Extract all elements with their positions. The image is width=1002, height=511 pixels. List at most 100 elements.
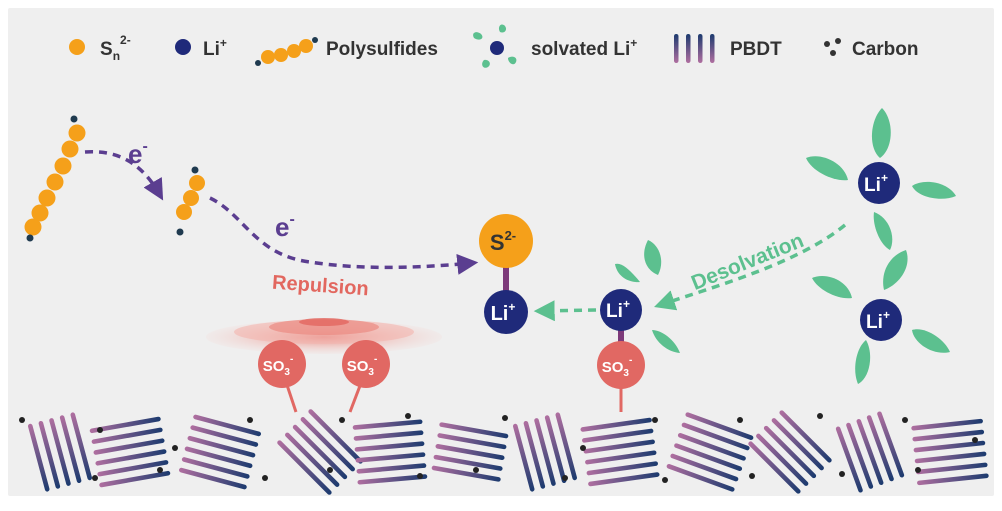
pbdt-fiber: [187, 435, 256, 458]
pbdt-fiber-bundle: [580, 417, 660, 487]
legend-sn-label: S: [100, 39, 113, 60]
legend-sn-sup: 2-: [120, 33, 131, 47]
pbdt-fiber: [439, 422, 509, 439]
electron-transfer-arrow-1: [84, 150, 164, 201]
pbdt-fiber: [95, 449, 167, 466]
carbon-particle: [247, 417, 253, 423]
legend-li-label: Li: [203, 39, 220, 60]
legend-li-sup: +: [220, 36, 227, 50]
electron-label-1-sup: -: [142, 138, 147, 155]
pbdt-fiber-bundle: [835, 411, 905, 493]
legend-carbon-label: Carbon: [852, 39, 919, 60]
lithium-legend-icon: [175, 39, 191, 55]
pbdt-fiber-bundle: [431, 422, 509, 482]
svg-text:S2-: S2-: [490, 228, 516, 255]
svg-text:Sn2-: Sn2-: [100, 33, 131, 63]
pbdt-fiber: [99, 470, 171, 488]
legend-pbdt-label: PBDT: [730, 39, 782, 60]
pbdt-fiber: [435, 444, 505, 460]
carbon-particle: [339, 417, 345, 423]
pbdt-fiber: [674, 443, 743, 471]
carbon-particle: [652, 417, 658, 423]
pbdt-fiber: [583, 439, 655, 454]
short-polysulfide-chain: [176, 166, 205, 236]
pbdt-fiber-bundle: [178, 414, 262, 490]
carbon-particle: [737, 417, 743, 423]
sulfonate-group-2: SO3-: [342, 340, 390, 413]
pbdt-fiber: [913, 440, 986, 453]
pbdt-fiber: [356, 463, 427, 474]
electron-transfer-arrow-2: [209, 196, 479, 275]
solvated-lithium-1: Li+: [806, 108, 956, 250]
pbdt-fiber: [523, 420, 546, 489]
legend-sn-sub: n: [113, 49, 120, 63]
anchored-lithium-sulfonate: Li+ SO3-: [597, 289, 645, 412]
sulfonate-2-sup: -: [374, 354, 377, 365]
bound-lithium-label: Li: [491, 303, 509, 325]
carbon-particle: [662, 477, 668, 483]
pbdt-fiber: [866, 415, 894, 482]
polysulfide-legend-icon: [255, 37, 318, 66]
electron-label-1: e: [128, 139, 142, 169]
carbon-particle: [172, 445, 178, 451]
pbdt-fiber: [89, 416, 161, 434]
carbon-particle: [502, 415, 508, 421]
pbdt-fiber: [763, 425, 817, 479]
carbon-particle: [915, 467, 921, 473]
pbdt-fiber: [357, 474, 428, 485]
sulfonate-3-label: SO: [602, 359, 624, 376]
electron-label-2-sup: -: [289, 211, 294, 228]
pbdt-fiber: [300, 417, 355, 472]
pbdt-fiber: [353, 430, 424, 441]
carbon-particle: [405, 413, 411, 419]
pbdt-fiber: [586, 461, 658, 476]
carbon-particle: [262, 475, 268, 481]
pbdt-fiber: [911, 418, 983, 431]
pbdt-fiber: [355, 452, 426, 463]
sulfonate-1-sup: -: [290, 354, 293, 365]
carbon-particle: [19, 417, 25, 423]
carbon-particle: [562, 475, 568, 481]
pbdt-fiber: [877, 411, 905, 478]
pbdt-fiber: [779, 410, 832, 463]
pbdt-fiber: [38, 420, 61, 489]
legend-solvated-li-sup: +: [630, 36, 637, 50]
carbon-particle: [817, 413, 823, 419]
svg-text:Li+: Li+: [864, 171, 888, 196]
pbdt-fiber: [585, 450, 657, 465]
pbdt-fiber: [70, 412, 93, 481]
pbdt-fiber: [354, 441, 425, 452]
svg-text:SO3-: SO3-: [602, 355, 633, 379]
pbdt-fiber: [59, 415, 82, 484]
legend-solvated-li-label: solvated Li: [531, 39, 630, 60]
carbon-particle: [327, 467, 333, 473]
pbdt-fiber: [580, 417, 652, 432]
sulfonate-2-label: SO: [347, 358, 369, 375]
pbdt-fiber: [588, 472, 660, 487]
pbdt-fiber: [433, 454, 503, 471]
sulfide-label: S: [490, 230, 505, 255]
pbdt-fiber: [181, 457, 250, 479]
pbdt-fiber: [685, 412, 754, 440]
pbdt-legend-icon: [674, 34, 715, 63]
pbdt-fiber: [308, 409, 363, 464]
electron-label-2: e: [275, 212, 289, 242]
pbdt-fiber: [27, 423, 50, 492]
carbon-particle: [92, 475, 98, 481]
carbon-legend-icon: [824, 38, 841, 56]
pbdt-fiber: [555, 412, 578, 481]
pbdt-fiber-bundle: [27, 412, 93, 492]
desolvation-arrow: [654, 223, 847, 311]
pbdt-fiber: [771, 418, 824, 471]
pbdt-fiber: [91, 427, 163, 444]
carbon-particle: [97, 427, 103, 433]
svg-text:solvated Li+: solvated Li+: [531, 36, 637, 60]
lithium-sulfide-complex: S2- Li+: [479, 214, 533, 334]
svg-text:SO3-: SO3-: [263, 354, 294, 378]
pbdt-fiber: [666, 464, 735, 492]
solvated-lithium-2-sup: +: [883, 308, 890, 322]
pbdt-fiber: [431, 465, 501, 482]
solvated-lithium-2: Li+: [812, 250, 950, 384]
solvated-lithium-2-label: Li: [866, 312, 883, 333]
anchored-lithium-sup: +: [623, 297, 630, 311]
